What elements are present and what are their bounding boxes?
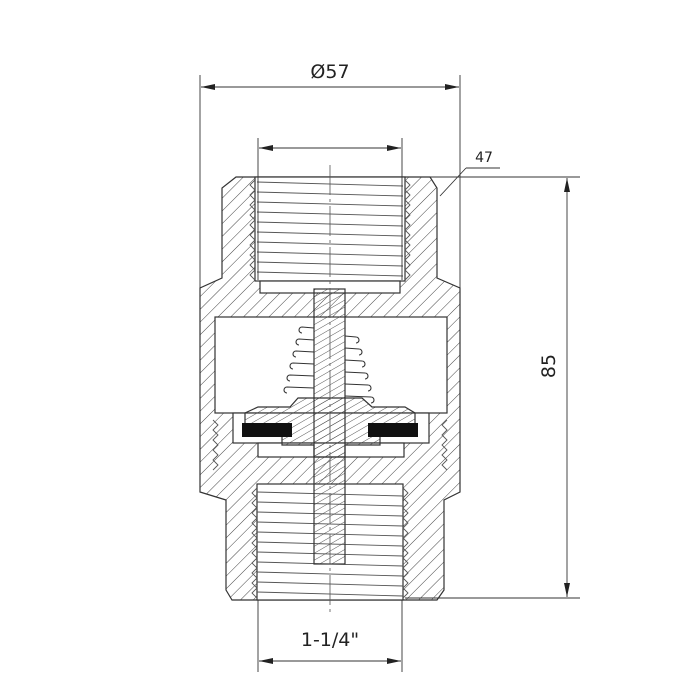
spring-coil	[344, 395, 375, 404]
thread-profile	[441, 419, 448, 471]
thread-line	[256, 241, 404, 247]
thread-profile	[249, 179, 256, 281]
outer-diameter-label: Ø57	[310, 61, 349, 83]
seal-right	[368, 423, 418, 437]
thread-line	[256, 571, 404, 577]
spring-coil	[344, 335, 360, 344]
thread-profile	[404, 179, 411, 281]
spring	[283, 326, 375, 404]
seal-left	[242, 423, 292, 437]
spring-coil	[344, 347, 363, 356]
dimension-thread-size	[257, 600, 403, 672]
thread-line	[256, 201, 404, 207]
spring-coil	[298, 326, 315, 334]
spring-coil	[286, 374, 315, 382]
wrench-size-leader	[439, 167, 500, 197]
thread-profile	[251, 487, 258, 599]
dimension-length	[405, 176, 580, 599]
spring-coil	[344, 359, 366, 368]
spring-coil	[295, 338, 315, 346]
spring-coil	[283, 386, 315, 394]
dimension-top-thread	[257, 138, 403, 280]
spring-coil	[344, 383, 372, 392]
spring-coil	[289, 362, 315, 370]
spring-coil	[344, 371, 369, 380]
thread-profile	[212, 419, 219, 471]
thread-size-label: 1-1/4"	[301, 629, 359, 651]
valve-stem	[313, 288, 346, 565]
dimension-outer-diameter	[199, 75, 461, 288]
spring-coil	[292, 350, 315, 358]
thread-profile	[402, 487, 409, 599]
wrench-size-label: 47	[475, 150, 493, 166]
length-label: 85	[538, 354, 560, 378]
